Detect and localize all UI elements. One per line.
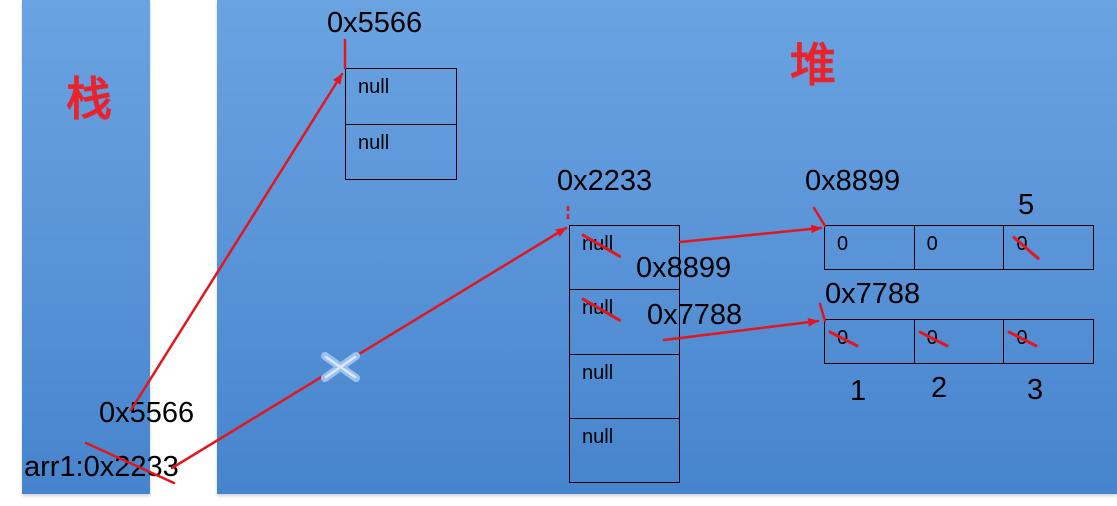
array-address-label: 0x2233 <box>557 165 653 197</box>
array-address-label: 0x8899 <box>805 165 901 197</box>
array-cell: 0 <box>1003 226 1093 269</box>
stack-panel <box>22 0 150 494</box>
cell-value: null <box>582 425 614 448</box>
array-cell: 0 <box>913 320 1004 363</box>
cell-value: null <box>582 361 614 384</box>
array-cell: 0 <box>825 320 914 363</box>
stack-title: 栈 <box>66 72 112 126</box>
new-value-label: 5 <box>1018 189 1035 221</box>
stack-variable-label: arr1:0x2233 <box>24 451 179 483</box>
array-address-label: 0x7788 <box>825 278 921 310</box>
array-cell: null <box>570 289 679 353</box>
cell-value: null <box>358 131 390 154</box>
new-value-label: 0x7788 <box>647 299 743 331</box>
new-value-label: 0x8899 <box>636 252 732 284</box>
array-cell: 0 <box>825 226 914 269</box>
cell-value: 0 <box>837 233 849 255</box>
heap-array-0x8899: 0 0 0 <box>824 225 1094 270</box>
array-address-label: 0x5566 <box>327 7 423 39</box>
array-cell: null <box>570 226 679 289</box>
array-cell: null <box>346 123 456 180</box>
new-value-label: 2 <box>931 372 948 404</box>
stack-variable-label: 0x5566 <box>99 397 195 429</box>
new-value-label: 3 <box>1027 374 1044 406</box>
heap-title: 堆 <box>790 38 836 92</box>
new-value-label: 1 <box>850 375 867 407</box>
array-cell: null <box>570 353 679 418</box>
array-cell: null <box>346 69 456 124</box>
cell-value: 0 <box>926 233 938 255</box>
array-cell: 0 <box>913 226 1004 269</box>
array-cell: 0 <box>1003 320 1093 363</box>
heap-array-0x2233: null null null null <box>569 225 680 483</box>
array-cell: null <box>570 417 679 482</box>
heap-array-0x7788: 0 0 0 <box>824 319 1094 364</box>
cell-value: null <box>358 76 390 98</box>
heap-array-0x5566: null null <box>345 68 457 180</box>
